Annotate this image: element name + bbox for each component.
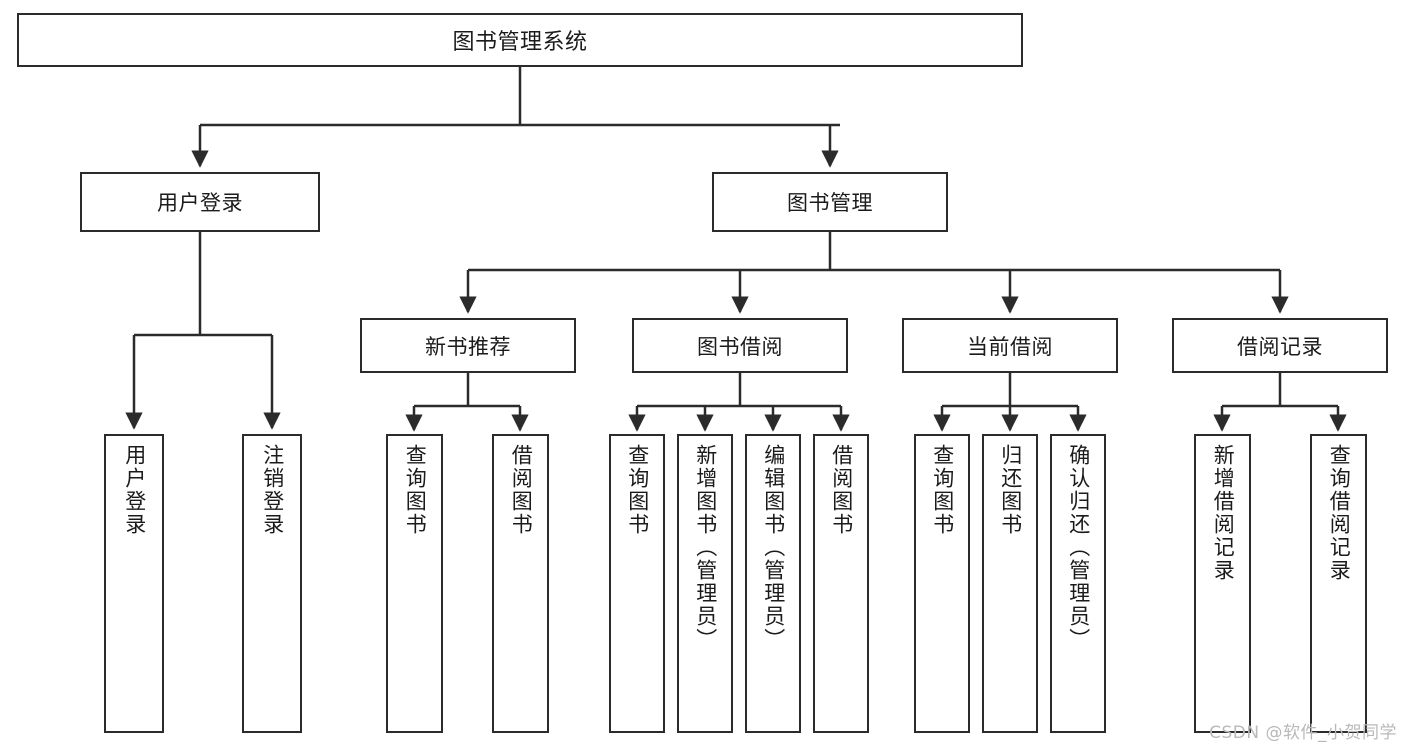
node-label: 查询图书 <box>930 444 955 536</box>
node-user-login[interactable]: 用户登录 <box>80 172 320 232</box>
node-label: 图书管理系统 <box>452 30 588 55</box>
node-label: 新书推荐 <box>425 334 511 359</box>
watermark-text: CSDN @软件_小贺同学 <box>1209 723 1397 743</box>
node-label: 用户登录 <box>157 191 243 215</box>
node-label: 编辑图书（管理员） <box>761 444 786 651</box>
node-leaf-user-login[interactable]: 用户登录 <box>104 434 164 733</box>
node-label: 借阅图书 <box>509 444 534 536</box>
node-leaf-add-record[interactable]: 新增借阅记录 <box>1194 434 1251 733</box>
node-label: 当前借阅 <box>967 334 1053 359</box>
node-book-manage[interactable]: 图书管理 <box>712 172 948 232</box>
node-leaf-edit-book[interactable]: 编辑图书（管理员） <box>745 434 801 733</box>
node-leaf-return-book[interactable]: 归还图书 <box>982 434 1038 733</box>
node-label: 借阅图书 <box>829 444 854 536</box>
node-root-system[interactable]: 图书管理系统 <box>17 13 1023 67</box>
node-leaf-confirm-return[interactable]: 确认归还（管理员） <box>1050 434 1106 733</box>
node-label: 确认归还（管理员） <box>1066 444 1091 651</box>
node-leaf-query-book-1[interactable]: 查询图书 <box>386 434 443 733</box>
node-borrow-record[interactable]: 借阅记录 <box>1172 318 1388 373</box>
node-new-book-recommend[interactable]: 新书推荐 <box>360 318 576 373</box>
node-label: 查询图书 <box>403 444 428 536</box>
node-current-borrow[interactable]: 当前借阅 <box>902 318 1118 373</box>
node-label: 用户登录 <box>122 444 147 536</box>
node-label: 新增图书（管理员） <box>693 444 718 651</box>
node-book-borrow[interactable]: 图书借阅 <box>632 318 848 373</box>
node-leaf-query-book-2[interactable]: 查询图书 <box>609 434 665 733</box>
node-label: 查询图书 <box>625 444 650 536</box>
node-leaf-add-book[interactable]: 新增图书（管理员） <box>677 434 733 733</box>
node-leaf-borrow-book-1[interactable]: 借阅图书 <box>492 434 549 733</box>
node-label: 借阅记录 <box>1237 334 1323 359</box>
node-leaf-query-record[interactable]: 查询借阅记录 <box>1310 434 1367 733</box>
node-label: 归还图书 <box>998 444 1023 536</box>
node-label: 注销登录 <box>260 444 285 536</box>
node-leaf-query-book-3[interactable]: 查询图书 <box>914 434 970 733</box>
node-leaf-logout-login[interactable]: 注销登录 <box>242 434 302 733</box>
node-label: 图书借阅 <box>697 334 783 359</box>
node-label: 图书管理 <box>787 191 873 215</box>
node-label: 新增借阅记录 <box>1211 444 1236 582</box>
node-leaf-borrow-book-2[interactable]: 借阅图书 <box>813 434 869 733</box>
node-label: 查询借阅记录 <box>1327 444 1352 582</box>
